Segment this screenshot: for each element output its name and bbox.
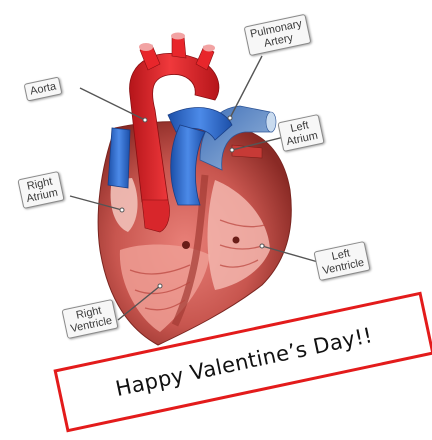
aorta-label-text: Aorta <box>29 80 57 97</box>
superior-vena-cava <box>108 128 130 188</box>
